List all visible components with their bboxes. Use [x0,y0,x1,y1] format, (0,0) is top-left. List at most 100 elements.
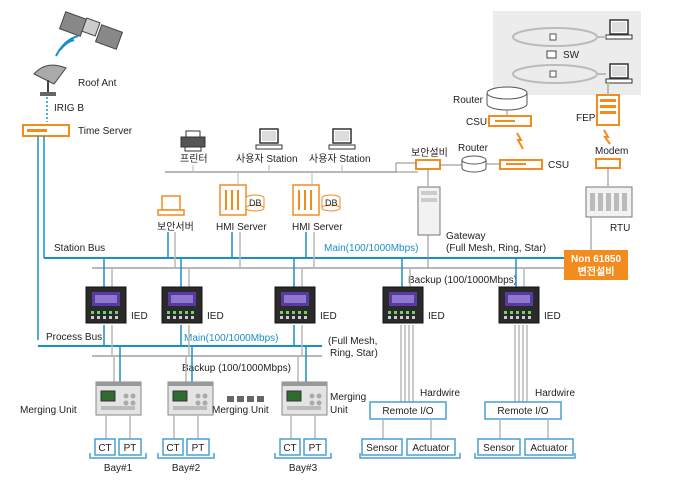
backup-bus-top-label: Backup (100/1000Mbps) [408,275,517,286]
ied-label: IED [544,311,561,322]
wan-pc-icon [605,19,633,40]
irig-b-label: IRIG B [54,103,84,114]
merging-unit-1-label: Merging Unit [20,405,77,416]
user-station-1-label: 사용자 Station [236,153,298,165]
router-icon [461,155,487,173]
bay-label: Bay#2 [172,463,201,474]
user-station-pc-icon [328,128,356,150]
wan-node-icon [549,70,557,78]
station-bus-label: Station Bus [54,243,105,254]
sensor-2 [477,438,521,456]
actuator-1-label: Actuator [412,443,450,454]
time-server-label: Time Server [78,126,133,137]
ct-label: CT [283,443,296,454]
csu-mid-label: CSU [548,160,569,171]
database-icon [245,194,265,212]
merging-unit-2-label: Merging Unit [212,405,269,416]
merging-unit-3-label-b: Unit [330,405,348,416]
sensor-1-label: Sensor [366,443,398,454]
actuator-2-label: Actuator [530,443,568,454]
actuator-2 [524,438,574,456]
ied-device [161,286,203,324]
merging-unit-device [167,381,214,416]
ied-device [498,286,540,324]
ied-label: IED [207,311,224,322]
ring-star-process-label: Ring, Star) [330,348,378,359]
sensor-1 [361,438,403,456]
main-bus-top-label: Main(100/1000Mbps) [324,243,419,254]
sw-icon [546,50,557,59]
wan-pc-icon [605,63,633,84]
remote-io-2-label: Remote I/O [497,406,548,417]
sensor-2-label: Sensor [483,443,515,454]
csu-top-label: CSU [466,117,487,128]
security-device-label: 보안설비 [411,147,448,159]
pt-box [186,438,210,456]
ct-label: CT [98,443,111,454]
gateway-label: Gateway [446,231,485,242]
user-station-pc-icon [255,128,283,150]
sw-label: SW [563,50,580,61]
database-icon [321,194,341,212]
actuator-1 [406,438,456,456]
remote-io-1 [369,401,447,420]
fep-label: FEP [576,113,596,124]
modem-device [595,158,621,169]
pt-box [303,438,327,456]
non61850-box [564,250,628,280]
ellipsis-dots [227,396,264,402]
ied-label: IED [131,311,148,322]
modem-label: Modem [595,146,628,157]
ied-device [382,286,424,324]
gateway-topology-label: (Full Mesh, Ring, Star) [446,243,546,254]
ct-box [279,438,301,456]
satellite-icon [58,11,124,50]
wan-node-icon [549,33,557,41]
pt-box [118,438,142,456]
security-device [415,159,441,170]
process-bus-label: Process Bus [46,332,102,343]
lightning-icon [516,132,524,150]
full-mesh-process-label: (Full Mesh, [328,336,377,347]
gateway-server-icon [417,186,441,236]
merging-unit-device [95,381,142,416]
roof-ant-label: Roof Ant [78,78,117,89]
db-2-label: DB [325,198,338,208]
hmi-server-2-label: HMI Server [292,222,343,233]
pt-label: PT [124,443,137,454]
pt-label: PT [309,443,322,454]
router-icon [486,86,528,111]
ied-device [274,286,316,324]
hmi-server-1-label: HMI Server [216,222,267,233]
printer-label: 프린터 [180,153,208,165]
non61850-line2: 변전설비 [578,265,615,278]
ied-device [85,286,127,324]
hmi-server-icon [219,184,247,216]
router-top-label: Router [453,95,484,106]
ct-box [94,438,116,456]
main-bus-process-label: Main(100/1000Mbps) [184,333,279,344]
pt-label: PT [192,443,205,454]
hardwire-1-label: Hardwire [420,388,460,399]
security-server-label: 보안서버 [157,221,194,233]
hardwire-2-label: Hardwire [535,388,575,399]
rtu-label: RTU [610,223,630,234]
fep-device [596,94,620,126]
backup-bus-process-label: Backup (100/1000Mbps) [182,363,291,374]
ct-label: CT [166,443,179,454]
ied-label: IED [320,311,337,322]
bay-label: Bay#1 [104,463,133,474]
db-1-label: DB [249,198,262,208]
ied-label: IED [428,311,445,322]
merging-unit-device [281,381,328,416]
rtu-device [585,186,633,218]
bay-label: Bay#3 [289,463,318,474]
roof-antenna-icon [33,64,67,96]
lightning-icon [603,129,611,145]
remote-io-1-label: Remote I/O [382,406,433,417]
non61850-line1: Non 61850 [571,254,621,265]
remote-io-2 [484,401,562,420]
printer-icon [180,130,206,152]
